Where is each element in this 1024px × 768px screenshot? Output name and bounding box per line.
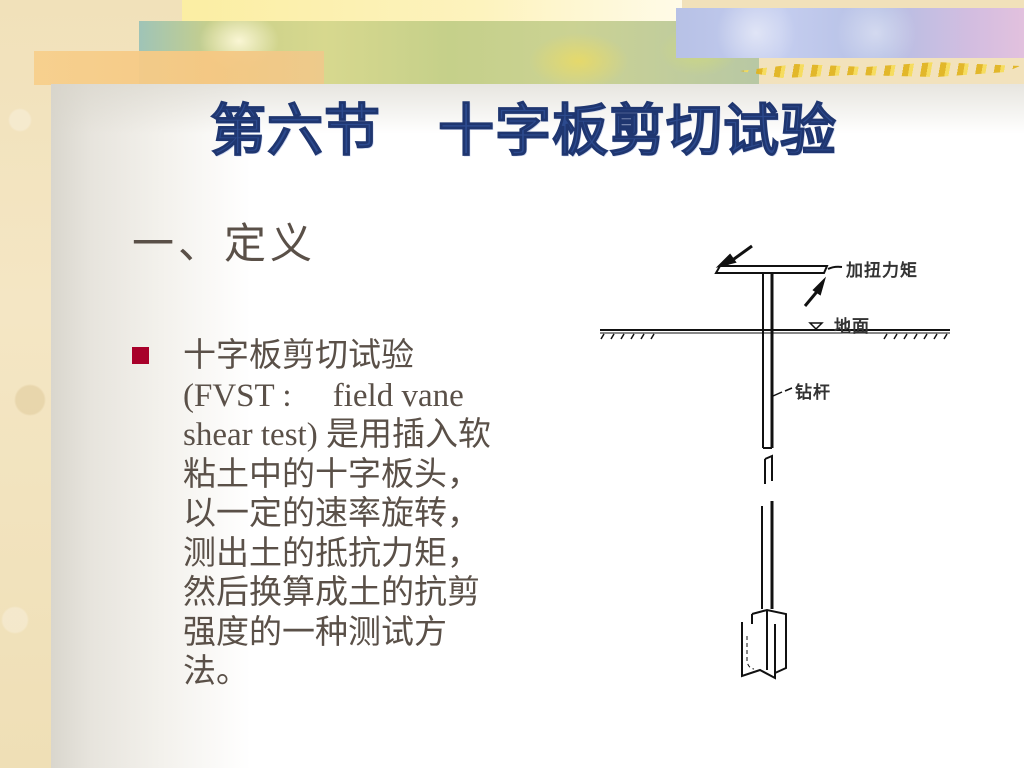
header-banner-yellow — [182, 0, 682, 22]
vane-shear-test-diagram: 加扭力矩 地面 钻杆 — [592, 236, 956, 698]
vane-diagram-svg — [600, 244, 950, 680]
definition-line: 十字板剪切试验 — [183, 338, 414, 374]
definition-line: 然后换算成土的抗剪 — [183, 575, 480, 611]
definition-line: 强度的一种测试方 — [183, 614, 447, 651]
torque-label: 加扭力矩 — [846, 261, 918, 281]
definition-line: 测出土的抵抗力矩， — [183, 535, 480, 572]
definition-text: 十字板剪切试验 (FVST : field vane shear test) 是… — [183, 337, 573, 693]
definition-line: (FVST : field vane — [183, 377, 464, 414]
slide-title: 第六节 十字板剪切试验 — [210, 99, 837, 165]
header-banner-gold-grain — [740, 62, 1020, 78]
section-heading: 一、定义 — [132, 219, 317, 268]
definition-line: 法。 — [183, 654, 249, 690]
drill-rod-label: 钻杆 — [795, 383, 831, 403]
content-panel-shade — [51, 84, 1024, 134]
definition-line: 粘土中的十字板头， — [183, 456, 480, 493]
header-banner-orange — [34, 51, 324, 85]
bullet-square-icon — [132, 347, 149, 364]
ground-surface-label: 地面 — [834, 317, 870, 337]
definition-line: 以一定的速率旋转， — [183, 496, 480, 532]
definition-line: shear test) 是用插入软 — [183, 417, 491, 453]
header-banner-blue — [676, 8, 1024, 58]
